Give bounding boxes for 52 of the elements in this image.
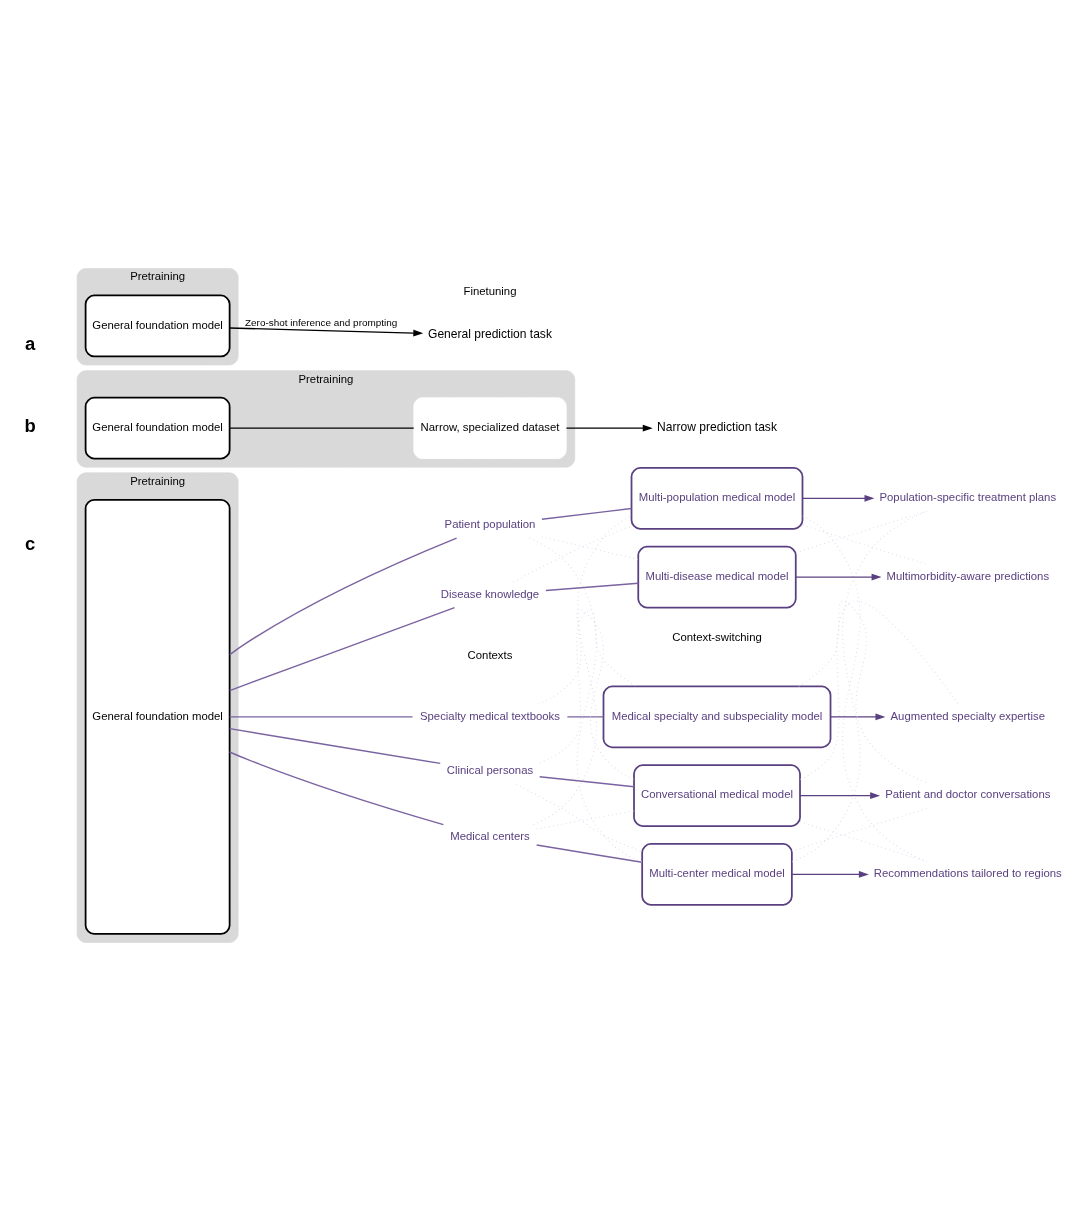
connector xyxy=(566,716,605,718)
edge-label: Zero-shot inference and prompting xyxy=(245,317,398,329)
node-text: Population-specific treatment plans xyxy=(879,491,1057,504)
node-text: Disease knowledge xyxy=(440,587,540,600)
node-box: Multi-center medical model xyxy=(641,843,793,906)
connector xyxy=(802,524,927,565)
arrow xyxy=(802,494,875,502)
arrow xyxy=(799,792,881,800)
connector xyxy=(545,582,639,592)
label: c xyxy=(24,533,36,555)
arrow xyxy=(565,424,653,432)
node-text: Medical centers xyxy=(450,830,530,843)
node-text: Narrow prediction task xyxy=(657,420,777,435)
node-box: Narrow, specialized dataset xyxy=(413,397,567,459)
arrow xyxy=(829,713,886,721)
label: Contexts xyxy=(467,648,513,661)
node-text: General prediction task xyxy=(428,327,552,342)
node-text: Specialty medical textbooks xyxy=(419,709,560,722)
connector xyxy=(533,515,632,826)
node-text: Recommendations tailored to regions xyxy=(873,867,1062,880)
label: a xyxy=(24,333,36,355)
node-text: Patient and doctor conversations xyxy=(885,788,1051,801)
node-box: Conversational medical model xyxy=(633,764,801,828)
connector xyxy=(541,507,633,520)
connector xyxy=(229,606,456,692)
connector xyxy=(791,807,928,852)
connector xyxy=(229,537,458,656)
label: Context-switching xyxy=(672,630,762,643)
arrow xyxy=(795,573,882,581)
connector xyxy=(529,537,643,863)
connector xyxy=(538,776,635,788)
node-box: Multi-disease medical model xyxy=(637,545,797,609)
connector xyxy=(229,716,414,718)
connector xyxy=(229,727,441,765)
arrow xyxy=(229,327,424,337)
connector xyxy=(228,751,445,826)
label: b xyxy=(24,414,36,436)
node-text: Multimorbidity-aware predictions xyxy=(886,569,1050,582)
node-box: Medical specialty and subspeciality model xyxy=(602,685,832,749)
node-text: Clinical personas xyxy=(446,764,534,777)
label: Finetuning xyxy=(463,284,517,297)
node-text: Augmented specialty expertise xyxy=(890,709,1046,722)
connector xyxy=(799,600,959,780)
node-box: General foundation model xyxy=(84,294,231,358)
arrow xyxy=(791,870,869,878)
node-text: Patient population xyxy=(444,518,536,531)
node-box: Multi-population medical model xyxy=(630,467,804,530)
connector xyxy=(541,536,639,560)
connector xyxy=(535,844,643,863)
connector xyxy=(229,427,415,429)
node-box: General foundation model xyxy=(84,498,231,935)
node-box: General foundation model xyxy=(84,396,231,460)
